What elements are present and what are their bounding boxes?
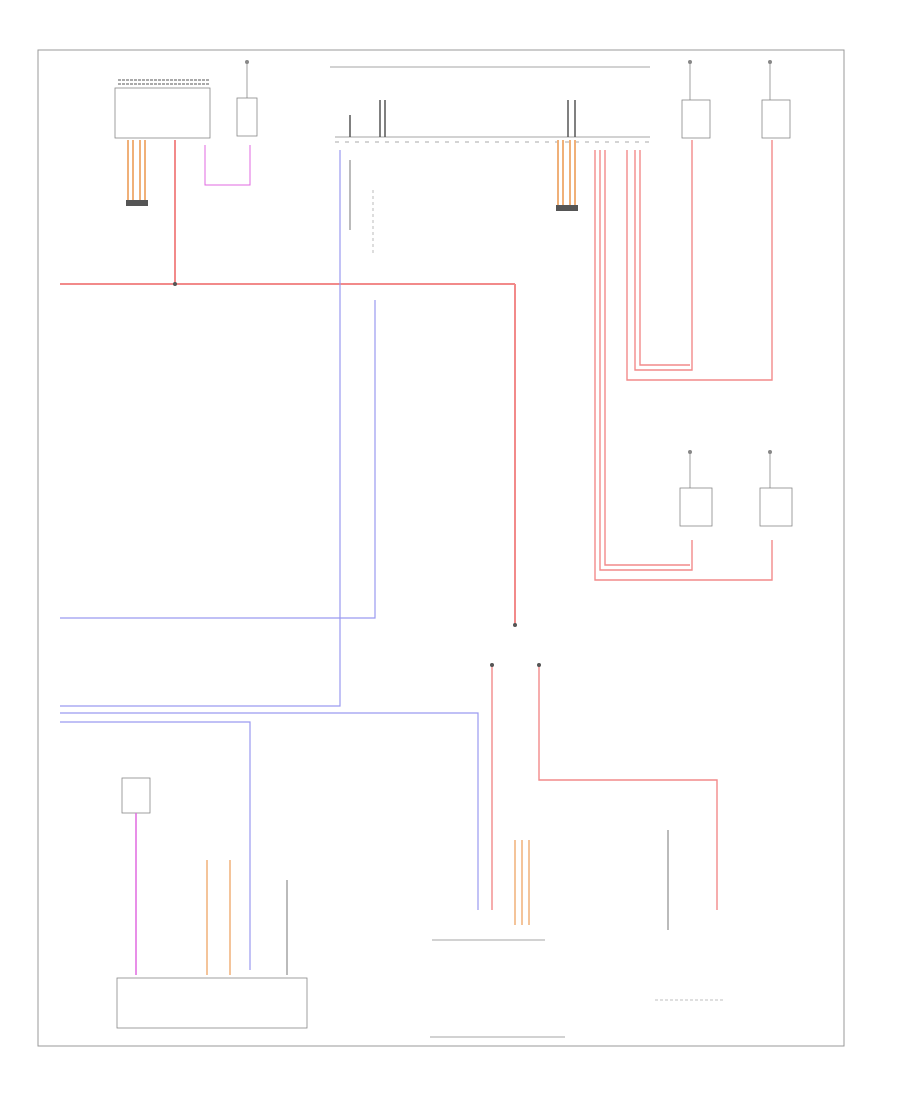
top-left-sensor [236, 60, 258, 137]
junction-dots [173, 282, 541, 667]
bottom-mid-connector [432, 840, 545, 941]
diagram-frame [37, 49, 845, 1047]
red-wires [60, 140, 773, 910]
right-mid-module-1 [679, 450, 713, 527]
right-top-module-1 [681, 60, 711, 139]
right-mid-module-2 [759, 450, 793, 527]
blue-wires [60, 150, 479, 970]
top-left-module [114, 79, 251, 206]
top-connector-strip [335, 100, 650, 255]
bottom-left-module [116, 777, 308, 1029]
bottom-right-connector [655, 830, 725, 1001]
right-top-module-2 [761, 60, 791, 139]
